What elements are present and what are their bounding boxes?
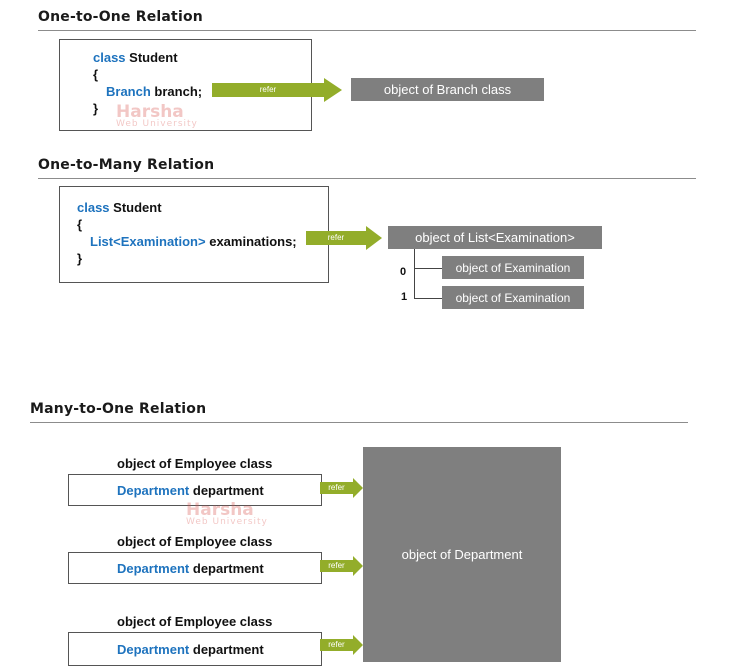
field-type: Department bbox=[117, 483, 190, 498]
department-field: Department department bbox=[117, 641, 264, 658]
watermark-logo: Harsha Web University bbox=[116, 102, 198, 129]
branch-field: Branch branch; bbox=[106, 83, 202, 100]
field-name: branch; bbox=[154, 84, 203, 99]
class-declaration: class Student bbox=[77, 199, 162, 216]
refer-arrow: refer bbox=[306, 226, 382, 250]
field-type: Department bbox=[117, 642, 190, 657]
employee-object-title: object of Employee class bbox=[117, 614, 273, 629]
refer-label: refer bbox=[328, 561, 345, 570]
open-brace: { bbox=[77, 217, 83, 232]
field-name: department bbox=[192, 642, 264, 657]
list-index: 1 bbox=[401, 291, 408, 303]
department-field: Department department bbox=[117, 560, 264, 577]
class-name: Student bbox=[129, 50, 178, 65]
examination-object-box: object of Examination bbox=[442, 286, 584, 309]
field-type: Department bbox=[117, 561, 190, 576]
list-connector-line bbox=[414, 249, 415, 299]
employee-object-box: Department department bbox=[68, 632, 322, 666]
close-brace: } bbox=[77, 251, 83, 266]
branch-object-box: object of Branch class bbox=[351, 78, 544, 101]
list-connector-branch bbox=[414, 268, 442, 269]
one-to-many-divider bbox=[38, 178, 696, 179]
watermark-subtitle: Web University bbox=[116, 119, 198, 129]
examinations-field: List<Examination> examinations; bbox=[90, 233, 297, 250]
class-name: Student bbox=[113, 200, 162, 215]
list-object-box: object of List<Examination> bbox=[388, 226, 602, 249]
employee-object-box: Department department bbox=[68, 552, 322, 584]
class-keyword: class bbox=[93, 50, 126, 65]
field-name: department bbox=[192, 561, 264, 576]
class-keyword: class bbox=[77, 200, 110, 215]
field-name: examinations; bbox=[209, 234, 297, 249]
refer-arrow: refer bbox=[320, 635, 363, 655]
refer-label: refer bbox=[328, 483, 345, 492]
watermark-subtitle: Web University bbox=[186, 517, 268, 527]
open-brace: { bbox=[93, 67, 99, 82]
refer-label: refer bbox=[259, 85, 277, 94]
watermark-name: Harsha bbox=[116, 102, 184, 122]
many-to-one-divider bbox=[30, 422, 688, 423]
employee-object-title: object of Employee class bbox=[117, 534, 273, 549]
field-name: department bbox=[192, 483, 264, 498]
refer-arrow: refer bbox=[320, 478, 363, 498]
refer-arrow: refer bbox=[320, 556, 363, 576]
department-object-box: object of Department bbox=[363, 447, 561, 662]
close-brace: } bbox=[93, 101, 99, 116]
refer-label: refer bbox=[328, 640, 345, 649]
refer-arrow: refer bbox=[212, 78, 342, 102]
employee-object-title: object of Employee class bbox=[117, 456, 273, 471]
refer-label: refer bbox=[327, 233, 345, 242]
many-to-one-heading: Many-to-One Relation bbox=[30, 401, 207, 417]
list-connector-branch bbox=[414, 298, 442, 299]
class-declaration: class Student bbox=[93, 49, 178, 66]
examination-object-box: object of Examination bbox=[442, 256, 584, 279]
watermark-name: Harsha bbox=[186, 500, 254, 520]
student-class-box-one-to-many: class Student { List<Examination> examin… bbox=[59, 186, 329, 283]
one-to-one-heading: One-to-One Relation bbox=[38, 9, 203, 25]
department-field: Department department bbox=[117, 482, 264, 499]
employee-object-box: Department department bbox=[68, 474, 322, 506]
field-type: List<Examination> bbox=[90, 234, 206, 249]
one-to-one-divider bbox=[38, 30, 696, 31]
watermark-logo: Harsha Web University bbox=[186, 500, 268, 527]
one-to-many-heading: One-to-Many Relation bbox=[38, 157, 215, 173]
field-type: Branch bbox=[106, 84, 151, 99]
list-index: 0 bbox=[400, 266, 407, 278]
